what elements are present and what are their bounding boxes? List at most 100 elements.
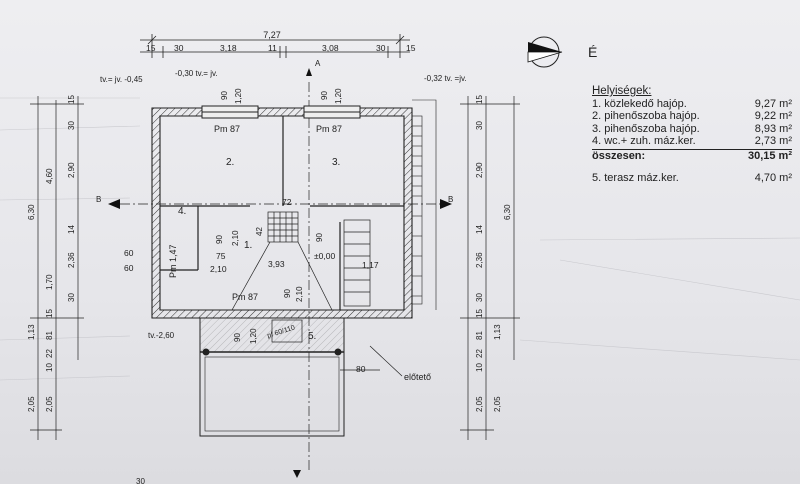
room-1-number: 1.	[244, 240, 252, 251]
dim-left-4: 4,60	[45, 168, 54, 184]
floor-level: ±0,00	[314, 251, 335, 261]
dim-left-1: 15	[67, 95, 76, 104]
legend-row: 2. pihenőszoba hajóp. 9,22 m²	[592, 110, 792, 123]
right-dimension-chain	[460, 96, 520, 440]
legend-room-name: 1. közlekedő hajóp.	[592, 97, 687, 110]
dim-left-6: 14	[67, 225, 76, 234]
pm-left: Pm 1,47	[168, 244, 178, 278]
legend-room-area: 9,27 m²	[754, 97, 792, 110]
north-arrow-icon	[527, 36, 563, 68]
legend-terrace-name: 5. terasz máz.ker.	[592, 172, 679, 184]
legend-total-row: összesen: 30,15 m²	[592, 148, 792, 163]
legend-title: Helyiségek:	[592, 85, 652, 97]
dim-left-13: 10	[45, 363, 54, 372]
section-marker-a	[293, 68, 312, 478]
window-b-height: 1,20	[334, 88, 343, 104]
dim-60-b: 60	[124, 263, 134, 273]
legend-row: 1. közlekedő hajóp. 9,27 m²	[592, 98, 792, 111]
pm-bottom: Pm 87	[232, 292, 258, 302]
level-top-mid: -0,30 tv.= jv.	[175, 69, 218, 78]
dim-72: 72	[282, 197, 292, 207]
section-label-b-left: B	[96, 195, 101, 204]
left-dimension-chain	[30, 96, 84, 440]
legend-room-area: 8,93 m²	[754, 122, 792, 135]
dim-left-8: 1,70	[45, 274, 54, 290]
dim-left-7: 2,36	[67, 252, 76, 268]
dim-right-1: 15	[475, 95, 484, 104]
exterior-stair	[411, 99, 437, 310]
dim-right-2: 30	[475, 121, 484, 130]
dim-right-8: 15	[475, 309, 484, 318]
level-bottom-left: tv.-2,60	[148, 331, 175, 340]
dim-left-10: 15	[45, 309, 54, 318]
dim-right-4: 14	[475, 225, 484, 234]
background-faint-lines	[0, 97, 800, 381]
window-a-width: 90	[220, 91, 229, 100]
dim-top-5: 3,08	[322, 43, 339, 53]
staircase	[231, 211, 371, 311]
dim-left-14: 1,13	[27, 324, 36, 340]
room-legend: Helyiségek: 1. közlekedő hajóp. 9,27 m² …	[592, 85, 792, 185]
room-3-number: 3.	[332, 157, 340, 168]
dim-right-6: 6,30	[503, 204, 512, 220]
dim-left-9: 30	[67, 293, 76, 302]
legend-room-name: 4. wc.+ zuh. máz.ker.	[592, 135, 696, 147]
dim-left-3: 2,90	[67, 162, 76, 178]
dim-right-3: 2,90	[475, 162, 484, 178]
top-dimension-chain	[140, 34, 410, 58]
dim-2-10: 2,10	[210, 264, 227, 274]
legend-terrace-row: 5. terasz máz.ker. 4,70 m²	[592, 172, 792, 185]
dim-right-11: 10	[475, 363, 484, 372]
dim-right-12: 1,13	[493, 324, 502, 340]
dim-top-6: 30	[376, 43, 386, 53]
level-top-right: -0,32 tv. =jv.	[424, 74, 467, 83]
room-2-number: 2.	[226, 157, 234, 168]
dim-right-7: 30	[475, 293, 484, 302]
pm-top-right: Pm 87	[316, 124, 342, 134]
dim-right-14: 2,05	[493, 396, 502, 412]
level-top-left: tv.= jv. -0,45	[100, 75, 143, 84]
window-f-width: 90	[283, 289, 292, 298]
window-a-height: 1,20	[234, 88, 243, 104]
window-d-width: 90	[315, 233, 324, 242]
pm-top-left: Pm 87	[214, 124, 240, 134]
dim-left-12: 22	[45, 349, 54, 358]
room-4-number: 4.	[178, 206, 186, 217]
terrace	[199, 317, 345, 437]
dim-left-16: 2,05	[45, 396, 54, 412]
dim-42: 42	[255, 227, 264, 236]
legend-room-area: 9,22 m²	[754, 110, 792, 122]
legend-room-name: 3. pihenőszoba hajóp.	[592, 122, 700, 135]
legend-total-label: összesen:	[592, 149, 646, 162]
dim-left-11: 81	[45, 331, 54, 340]
window-e-height: 1,20	[249, 328, 258, 344]
dim-top-1: 15	[146, 43, 156, 53]
legend-room-area: 2,73 m²	[754, 135, 792, 147]
dim-left-5: 6,30	[27, 204, 36, 220]
window-c-height: 2,10	[231, 230, 240, 246]
north-label: É	[588, 44, 598, 60]
window-e-width: 90	[233, 333, 242, 342]
dim-left-15: 2,05	[27, 396, 36, 412]
dim-60-a: 60	[124, 248, 134, 258]
dim-80: 80	[356, 364, 366, 374]
dim-left-2: 30	[67, 121, 76, 130]
dim-75: 75	[216, 251, 226, 261]
window-d-height: 2,10	[295, 286, 304, 302]
canopy-label: előtető	[404, 372, 431, 382]
dim-top-3: 3,18	[220, 43, 237, 53]
legend-total-area: 30,15 m²	[747, 149, 792, 162]
dim-right-9: 81	[475, 331, 484, 340]
dim-top-4: 11	[268, 43, 277, 53]
dim-right-5: 2,36	[475, 252, 484, 268]
dim-right-10: 22	[475, 349, 484, 358]
legend-row: 4. wc.+ zuh. máz.ker. 2,73 m²	[592, 135, 792, 148]
dim-3-93: 3,93	[268, 259, 285, 269]
dim-top-total: 7,27	[263, 30, 281, 40]
section-label-b-right: B	[448, 195, 453, 204]
section-label-a: A	[315, 59, 321, 68]
outer-wall	[151, 107, 413, 319]
window-b-width: 90	[320, 91, 329, 100]
